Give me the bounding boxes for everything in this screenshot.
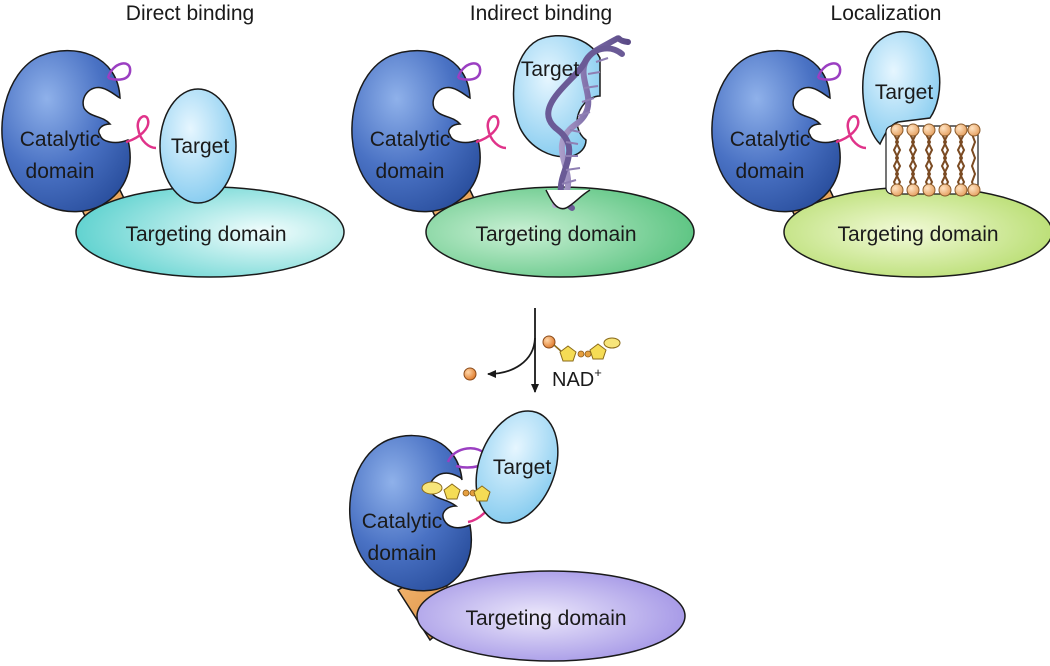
catalytic-label-line1: Catalytic — [362, 510, 443, 533]
catalytic-label-line2: domain — [736, 160, 805, 183]
catalytic-label-line2: domain — [376, 160, 445, 183]
magenta-loop — [835, 115, 867, 150]
catalytic-domain — [1, 49, 131, 213]
product-complex: Catalytic domain Target Targeting domain — [349, 410, 686, 662]
dna-binding-pocket — [545, 189, 591, 210]
lipid-bilayer — [885, 123, 981, 197]
purple-loop — [106, 62, 132, 81]
catalytic-label-line1: Catalytic — [370, 128, 451, 151]
catalytic-label-line2: domain — [26, 160, 95, 183]
target-protein — [475, 410, 559, 524]
purple-loop — [456, 62, 482, 81]
nad-molecule-icon — [542, 335, 621, 362]
target-label: Target — [493, 456, 552, 479]
targeting-domain — [416, 570, 686, 662]
panel-title: Direct binding — [126, 2, 254, 25]
panel-indirect-binding: Indirect binding — [351, 2, 695, 278]
catalytic-label-line1: Catalytic — [20, 128, 101, 151]
catalytic-label-line1: Catalytic — [730, 128, 811, 151]
target-label: Target — [521, 58, 580, 81]
magenta-loop — [475, 115, 507, 150]
target-protein — [159, 88, 237, 204]
panel-localization: Localization — [711, 2, 1050, 278]
target-protein — [862, 30, 941, 146]
targeting-label: Targeting domain — [125, 223, 286, 246]
targeting-label: Targeting domain — [837, 223, 998, 246]
targeting-label: Targeting domain — [475, 223, 636, 246]
purple-loop — [816, 62, 842, 81]
catalytic-domain — [351, 49, 481, 213]
target-label: Target — [171, 135, 230, 158]
targeting-label: Targeting domain — [465, 607, 626, 630]
catalytic-label-line2: domain — [368, 542, 437, 565]
adp-ribose-icon — [421, 481, 491, 502]
magenta-loop — [125, 115, 157, 150]
panel-direct-binding: Direct binding Catalytic domain Target T… — [1, 2, 345, 278]
dna-helix — [545, 35, 631, 211]
released-nicotinamide-icon — [463, 367, 477, 381]
reaction-step: NAD+ — [463, 308, 621, 393]
panel-title: Indirect binding — [470, 2, 612, 25]
nad-label: NAD+ — [552, 365, 602, 391]
target-label: Target — [875, 81, 934, 104]
panel-title: Localization — [831, 2, 942, 25]
catalytic-domain — [711, 49, 841, 213]
release-arrow — [487, 337, 536, 378]
